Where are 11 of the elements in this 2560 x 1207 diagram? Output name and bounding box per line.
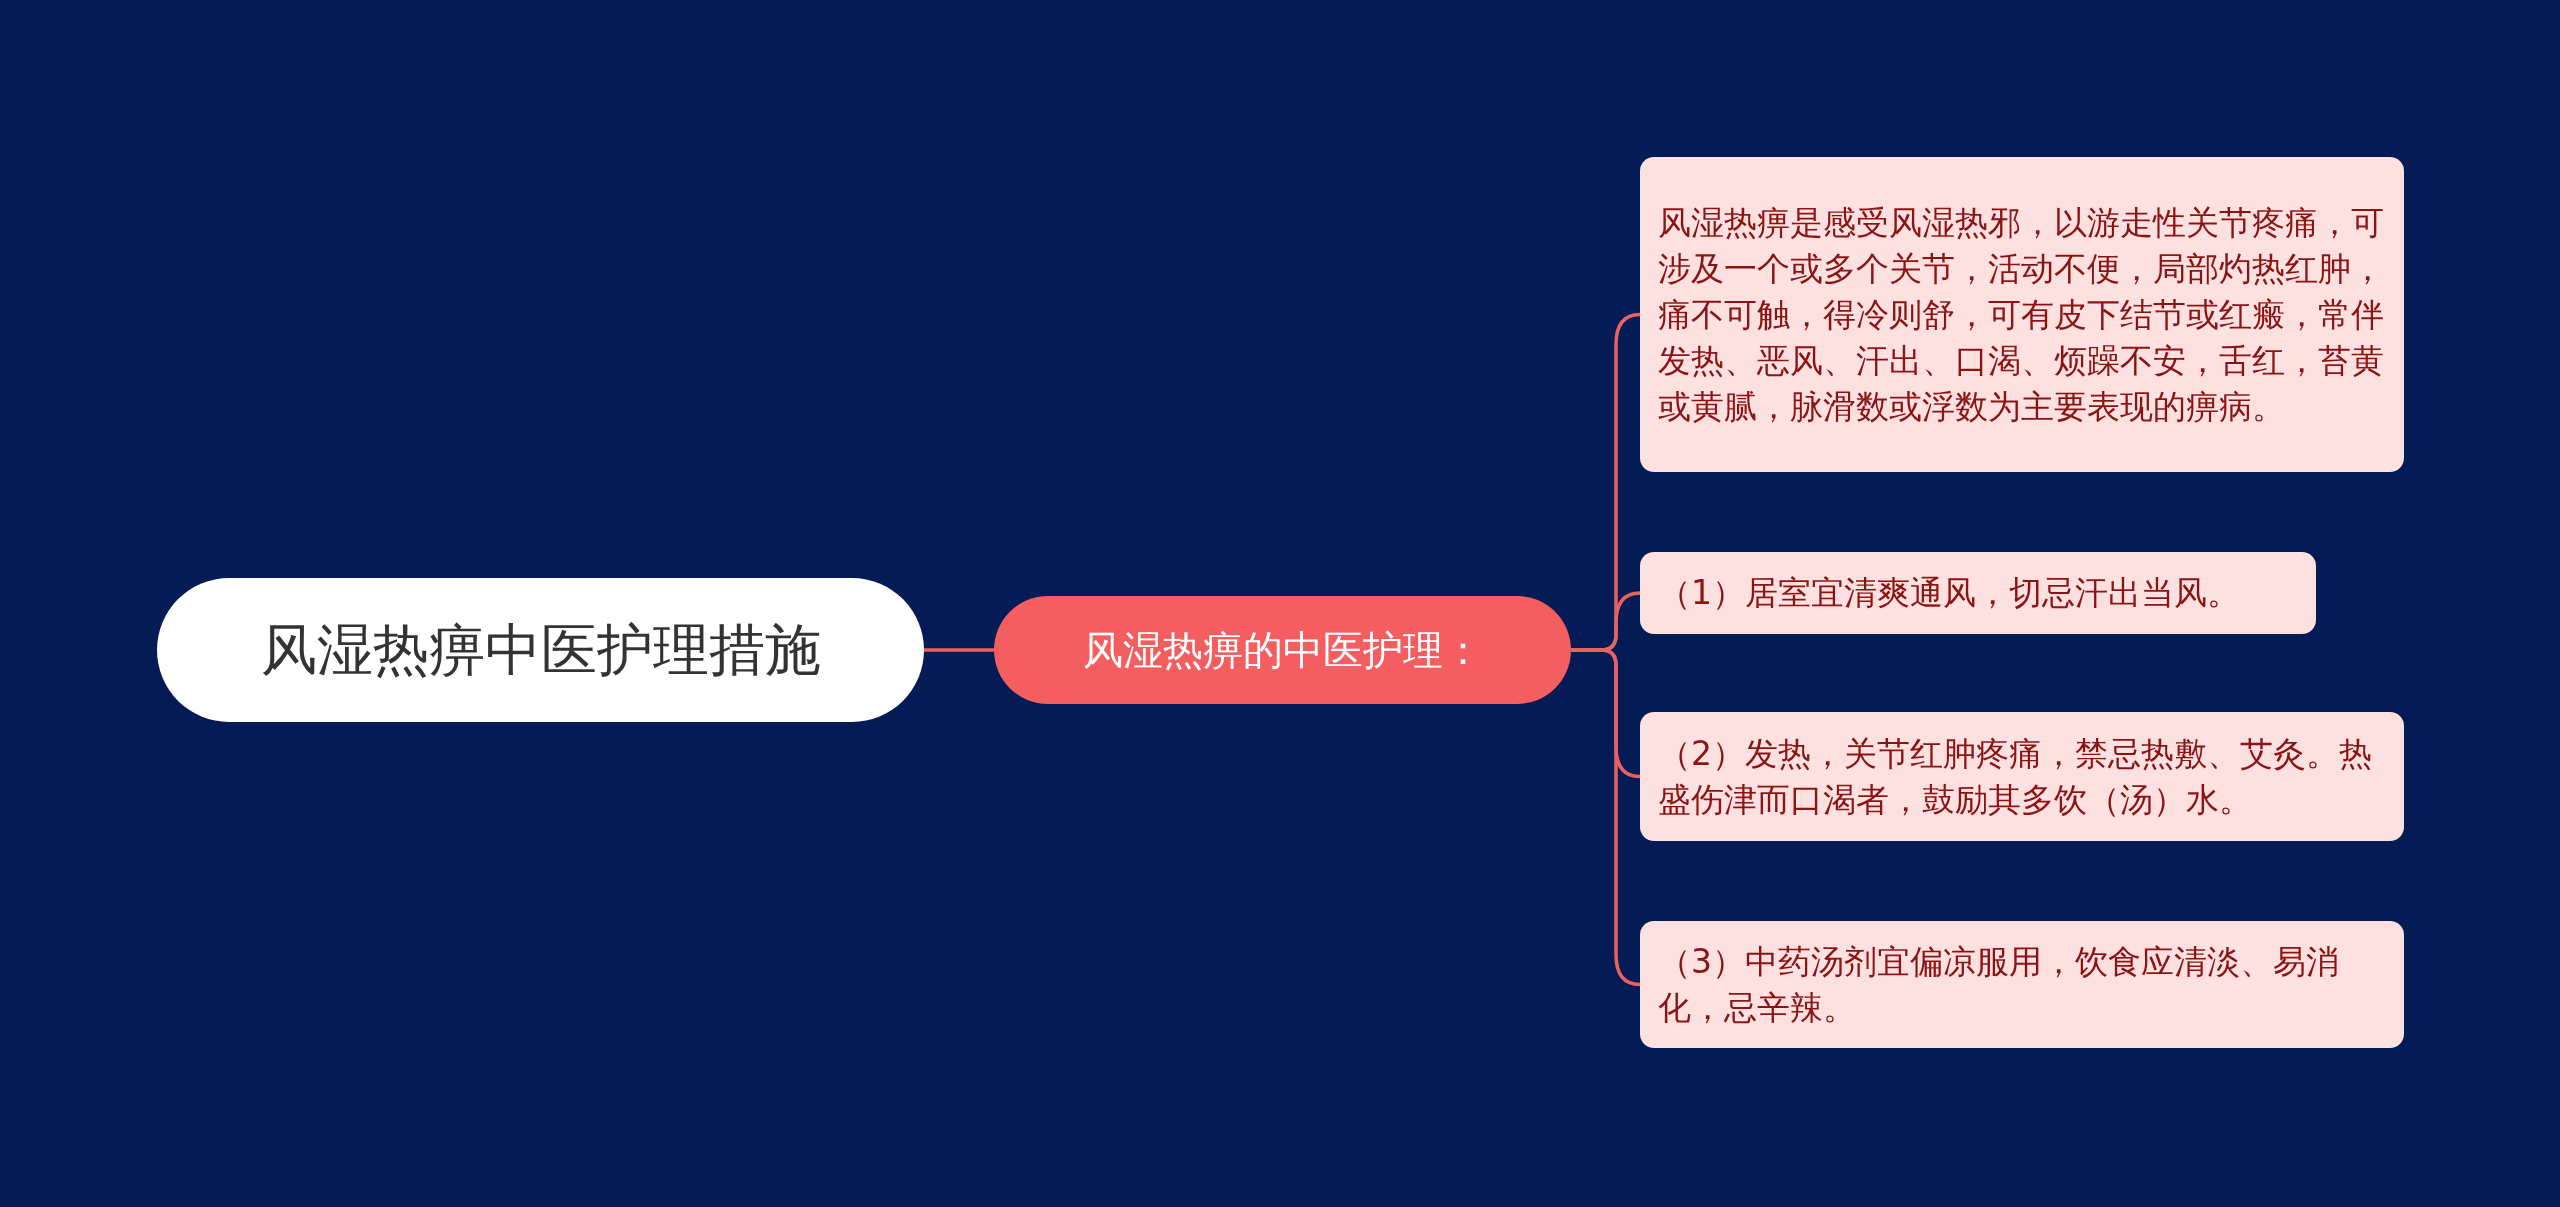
note-text: （2）发热，关节红肿疼痛，禁忌热敷、艾灸。热盛伤津而口渴者，鼓励其多饮（汤）水。 <box>1658 732 2373 821</box>
note-box <box>1640 552 2316 634</box>
note-box <box>1640 712 2404 841</box>
note-text: （1）居室宜清爽通风，切忌汗出当风。 <box>1658 572 2240 614</box>
note-box <box>1640 921 2404 1048</box>
topic-text: 风湿热痹的中医护理： <box>1082 626 1483 674</box>
connector-line <box>924 648 994 652</box>
note-box <box>1640 157 2404 472</box>
note-text: 风湿热痹是感受风湿热邪，以游走性关节疼痛，可涉及一个或多个关节，活动不便，局部灼热红肿，痛不可触，得冷则舒，可有皮下结节或红瘢，常伴发热、恶风、汗出、口渴、烦躁不安，舌红，苔黄或黄腻，脉滑数或浮数为主要表现的痹病。 <box>1658 201 2385 428</box>
topic-text: 风湿热痹中医护理措施 <box>260 616 821 684</box>
note-text: （3）中药汤剂宜偏凉服用，饮食应清淡、易消化，忌辛辣。 <box>1658 940 2340 1029</box>
